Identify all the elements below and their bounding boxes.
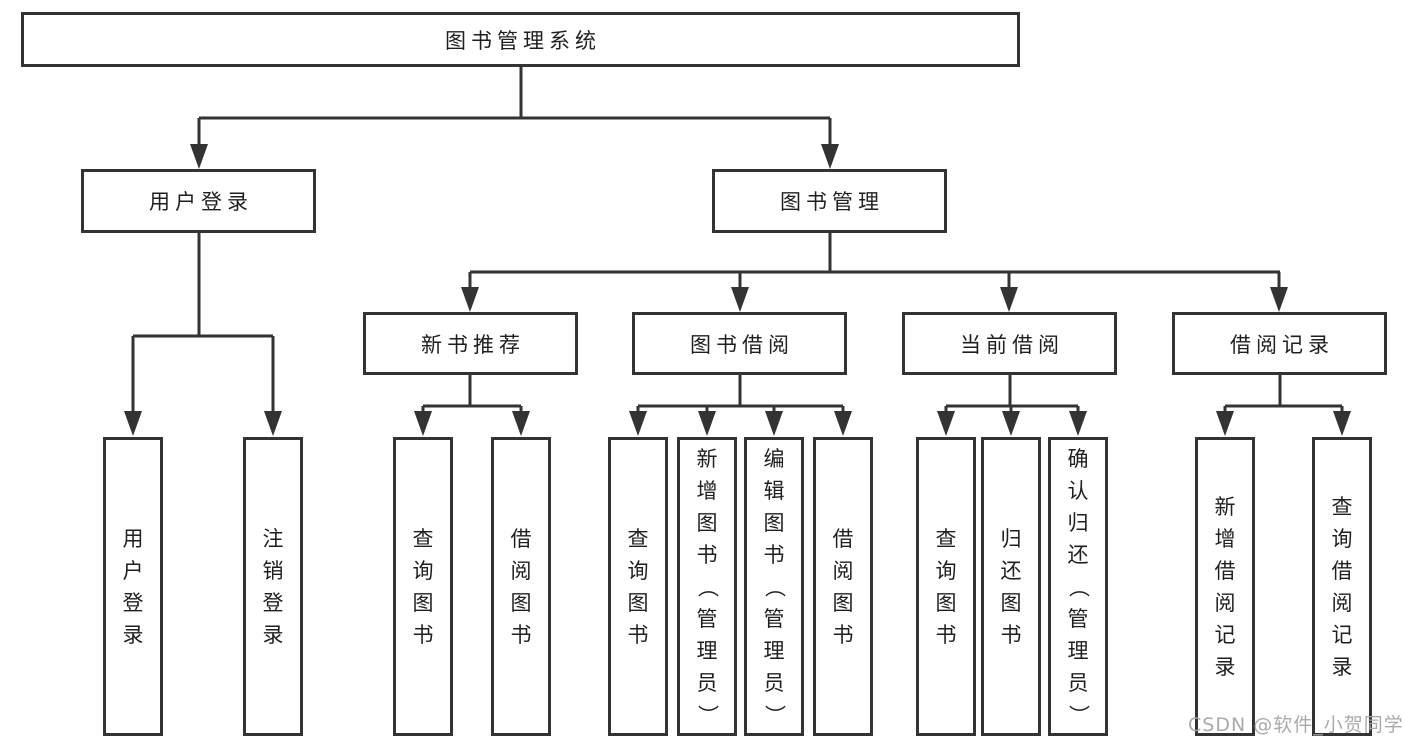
leaf-return-books-label: 归还图书	[1000, 526, 1022, 647]
node-book-management: 图书管理	[712, 169, 947, 233]
leaf-borrow-books-label: 借阅图书	[832, 526, 854, 647]
leaf-confirm-return-admin-label: 确认归还（管理员）	[1066, 446, 1090, 726]
leaf-query-books-current: 查询图书	[916, 437, 976, 736]
leaf-query-books-borrow-label: 查询图书	[627, 526, 649, 647]
node-current-borrowing: 当前借阅	[902, 312, 1117, 375]
leaf-add-books-admin-label: 新增图书（管理员）	[695, 446, 719, 726]
leaf-add-borrow-record-label: 新增借阅记录	[1214, 494, 1236, 679]
leaf-edit-books-admin: 编辑图书（管理员）	[744, 437, 804, 736]
leaf-user-login: 用户登录	[103, 437, 163, 736]
node-book-borrowing-label: 图书借阅	[690, 332, 794, 357]
watermark: CSDN @软件_小贺同学	[1188, 714, 1404, 736]
node-root-label: 图书管理系统	[445, 28, 601, 53]
leaf-logout: 注销登录	[243, 437, 303, 736]
node-user-login-label: 用户登录	[149, 190, 253, 214]
leaf-return-books: 归还图书	[981, 437, 1041, 736]
leaf-borrow-books: 借阅图书	[813, 437, 873, 736]
node-book-management-label: 图书管理	[780, 190, 884, 214]
leaf-logout-label: 注销登录	[262, 526, 284, 647]
leaf-confirm-return-admin: 确认归还（管理员）	[1048, 437, 1108, 736]
leaf-add-books-admin: 新增图书（管理员）	[677, 437, 737, 736]
node-root: 图书管理系统	[21, 12, 1020, 67]
leaf-query-books-recommend-label: 查询图书	[412, 526, 434, 647]
node-borrowing-records: 借阅记录	[1172, 312, 1387, 375]
node-new-book-recommend-label: 新书推荐	[421, 332, 525, 357]
leaf-query-borrow-record-label: 查询借阅记录	[1331, 494, 1353, 679]
leaf-query-books-borrow: 查询图书	[608, 437, 668, 736]
leaf-borrow-books-recommend: 借阅图书	[491, 437, 551, 736]
arrowheads	[124, 144, 1351, 436]
node-book-borrowing: 图书借阅	[632, 312, 847, 375]
leaf-add-borrow-record: 新增借阅记录	[1195, 437, 1255, 736]
leaf-borrow-books-recommend-label: 借阅图书	[510, 526, 532, 647]
node-current-borrowing-label: 当前借阅	[960, 332, 1064, 357]
leaf-user-login-label: 用户登录	[122, 526, 144, 647]
node-borrowing-records-label: 借阅记录	[1230, 332, 1334, 357]
leaf-edit-books-admin-label: 编辑图书（管理员）	[762, 446, 786, 726]
leaf-query-books-recommend: 查询图书	[393, 437, 453, 736]
node-new-book-recommend: 新书推荐	[363, 312, 578, 375]
node-user-login: 用户登录	[81, 169, 316, 233]
leaf-query-borrow-record: 查询借阅记录	[1312, 437, 1372, 736]
leaf-query-books-current-label: 查询图书	[935, 526, 957, 647]
